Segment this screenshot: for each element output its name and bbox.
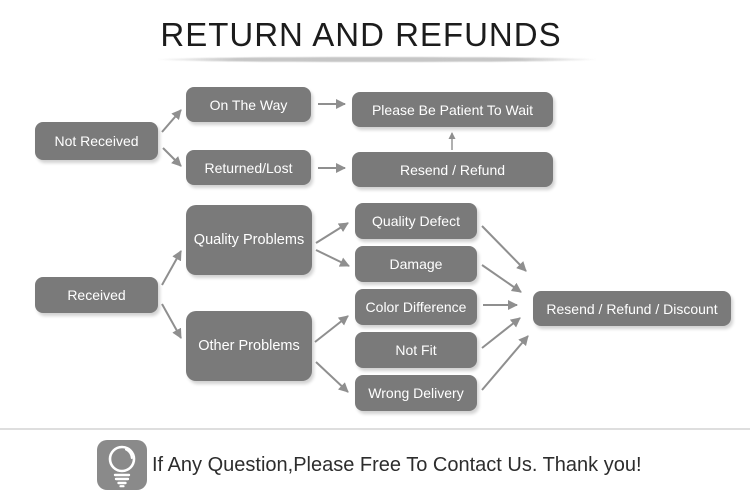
edge-wrong-delivery-to-discount — [481, 335, 529, 391]
node-resend-refund-discount: Resend / Refund / Discount — [533, 291, 731, 326]
node-please-be-patient: Please Be Patient To Wait — [352, 92, 553, 127]
node-wrong-delivery: Wrong Delivery — [355, 375, 477, 411]
node-damage: Damage — [355, 246, 477, 282]
node-not-fit: Not Fit — [355, 332, 477, 368]
footer-divider — [0, 428, 750, 430]
edge-other-problems-to-wrong-delivery — [315, 361, 349, 393]
lightbulb-icon — [97, 440, 147, 490]
node-quality-defect: Quality Defect — [355, 203, 477, 239]
page-title: RETURN AND REFUNDS — [160, 16, 562, 53]
edge-received-to-quality-problems — [161, 250, 182, 286]
node-color-difference: Color Difference — [355, 289, 477, 325]
node-quality-problems: Quality Problems — [186, 205, 312, 275]
node-not-received: Not Received — [35, 122, 158, 160]
edge-quality-defect-to-discount — [481, 225, 527, 272]
edge-received-to-other-problems — [161, 303, 182, 339]
edge-damage-to-discount — [481, 264, 522, 293]
node-other-problems: Other Problems — [186, 311, 312, 381]
node-received: Received — [35, 277, 158, 313]
edge-not-received-to-returned-lost — [162, 147, 182, 167]
edge-not-received-to-on-the-way — [161, 109, 182, 133]
node-on-the-way: On The Way — [186, 87, 311, 122]
edge-not-fit-to-discount — [481, 317, 521, 349]
node-returned-lost: Returned/Lost — [186, 150, 311, 185]
title-underline — [156, 57, 598, 62]
edge-quality-problems-to-damage — [315, 249, 350, 267]
edge-quality-problems-to-quality-defect — [315, 222, 349, 244]
edge-other-problems-to-color-difference — [314, 315, 349, 343]
footer-message: If Any Question,Please Free To Contact U… — [152, 453, 642, 476]
node-resend-refund: Resend / Refund — [352, 152, 553, 187]
